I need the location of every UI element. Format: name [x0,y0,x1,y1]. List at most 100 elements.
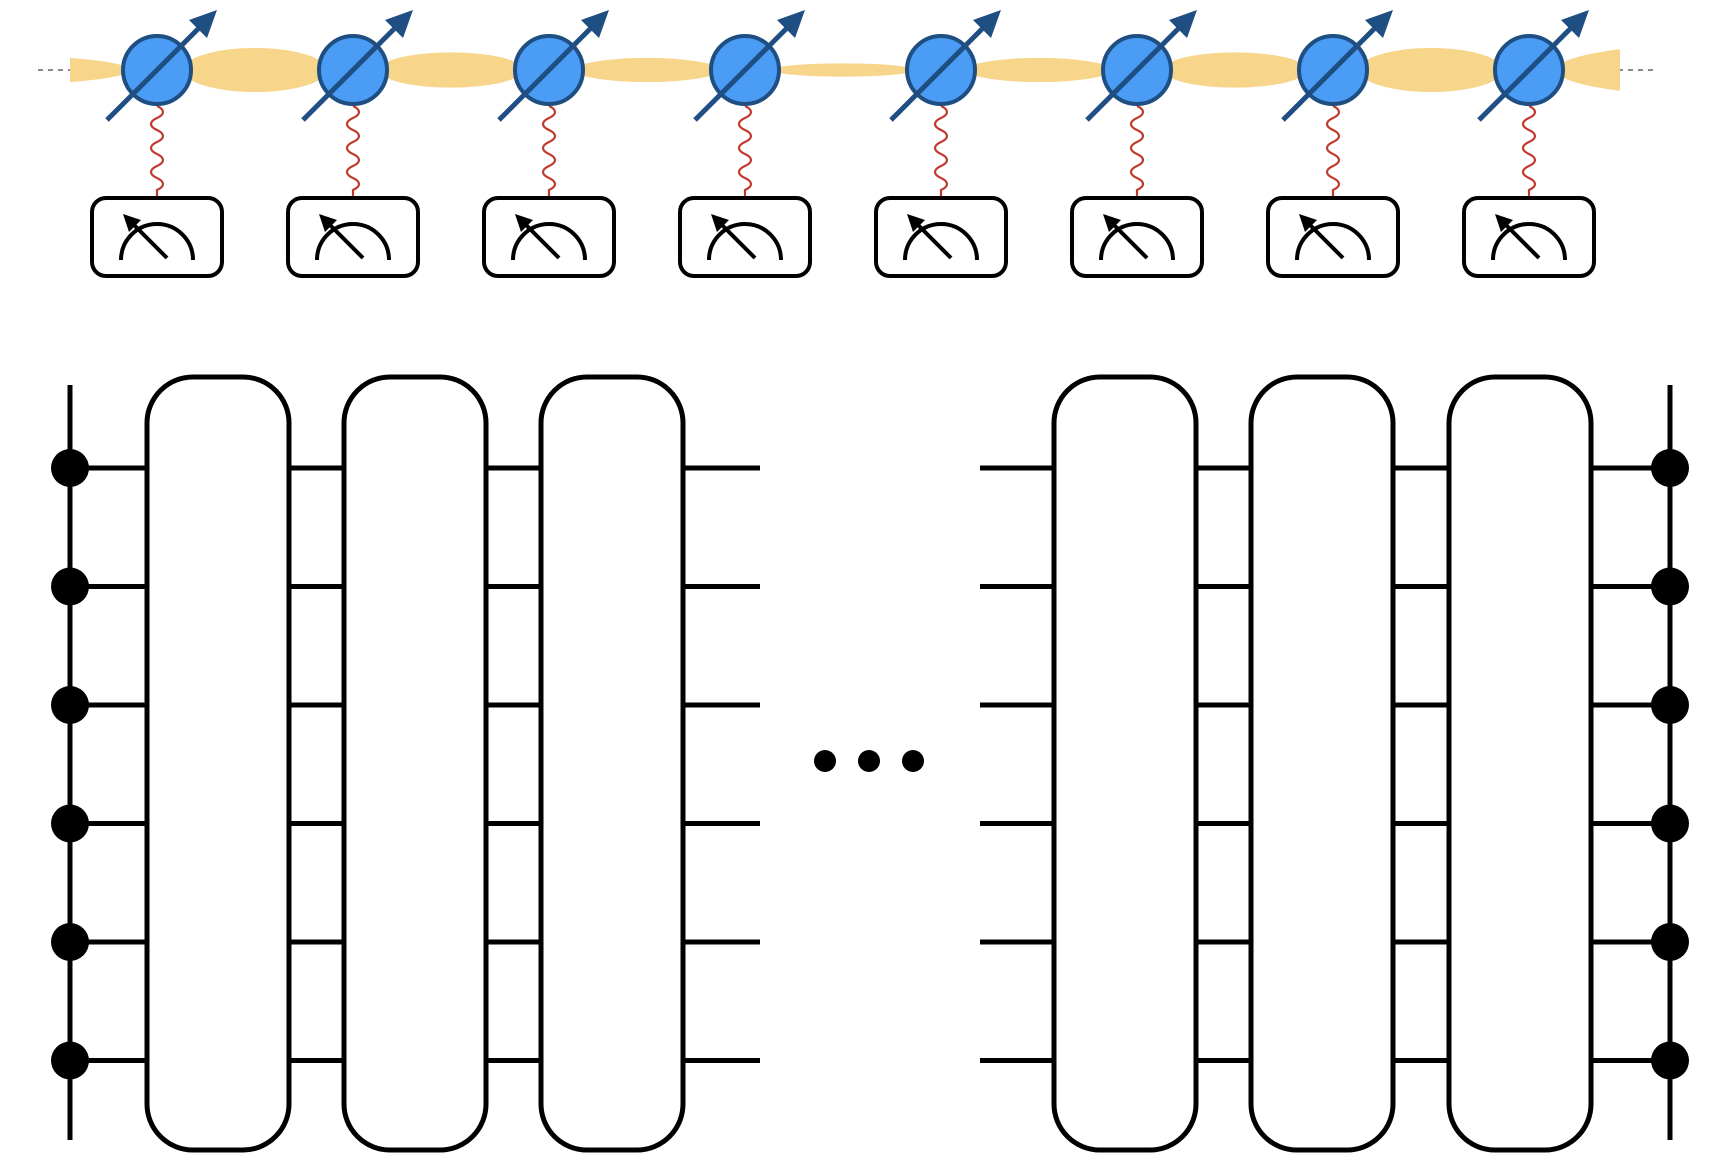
gate-block [538,374,686,1153]
measurement-device [678,196,812,278]
left-boundary-node [51,804,89,843]
meter-arc [707,222,783,261]
spin [497,10,609,122]
measurement-device [90,196,224,278]
spin-arrow-shaft [1477,22,1577,122]
spin-arrow-head-icon [777,10,805,38]
meter-arc [1491,222,1567,261]
spin-arrow-head-icon [581,10,609,38]
measurement-box [1462,196,1596,278]
measurement-device [286,196,420,278]
meter-needle-arrowhead [1103,214,1121,232]
coupling-wire [345,104,361,198]
spin [889,10,1001,122]
meter-needle [913,220,953,260]
bond-lobe [771,63,915,77]
circuit-diagram [51,374,1689,1153]
meter-icon [1491,214,1567,261]
spin-arrow-shaft [1085,22,1185,122]
gate-block [144,374,292,1153]
left-boundary-node [51,449,89,487]
spin-arrow-shaft [497,22,597,122]
measurement-box [1266,196,1400,278]
meter-needle [717,220,757,260]
spin-arrow-head-icon [189,10,217,38]
measurement-device [482,196,616,278]
bond-lobe [1359,48,1503,92]
measurement-box [678,196,812,278]
bond-lobe [967,57,1111,83]
measurement-box [482,196,616,278]
meter-needle [129,220,169,260]
meter-needle-arrowhead [1299,214,1317,232]
measurement-device [874,196,1008,278]
meter-icon [1295,214,1371,261]
right-boundary-node [1651,804,1689,843]
ellipsis-icon [814,750,924,772]
spin [105,10,217,122]
spin-arrow-shaft [889,22,989,122]
meter-icon [1099,214,1175,261]
gate-block [1248,374,1396,1153]
meter-icon [903,214,979,261]
meter-needle [521,220,561,260]
spin [301,10,413,122]
meter-arc [315,222,391,261]
left-boundary-node [51,923,89,961]
bond-lobe [575,57,719,83]
left-boundary-node [51,1041,89,1080]
meter-icon [315,214,391,261]
coupling-wire [737,104,753,198]
right-boundary-node [1651,1041,1689,1080]
meter-needle [1501,220,1541,260]
bond-lobe [379,52,523,88]
spin-arrow-head-icon [385,10,413,38]
measurement-box [286,196,420,278]
ellipsis-dot [902,750,924,772]
meter-needle-arrowhead [123,214,141,232]
measurement-box [874,196,1008,278]
bond-lobe [1163,52,1307,88]
meter-arc [119,222,195,261]
left-boundary-node [51,567,89,606]
meter-needle-arrowhead [1495,214,1513,232]
spin-arrow-head-icon [973,10,1001,38]
right-boundary-node [1651,449,1689,487]
measurement-device [1462,196,1596,278]
meter-needle [325,220,365,260]
coupling-wire [1325,104,1341,198]
coupling-wire [933,104,949,198]
coupling-wire [1521,104,1537,198]
measurement-device [1070,196,1204,278]
gate-block [1446,374,1594,1153]
bond-lobe-left-end [70,57,129,83]
ellipsis-dot [814,750,836,772]
coupling-wire [149,104,165,198]
bond-density-group [70,48,1620,92]
bond-lobe [183,48,327,92]
spin-arrow-shaft [105,22,205,122]
left-boundary-node [51,686,89,724]
meter-needle-arrowhead [319,214,337,232]
spin-arrow-head-icon [1561,10,1589,38]
spin [1281,10,1393,122]
ellipsis-dot [858,750,880,772]
meter-icon [119,214,195,261]
meter-icon [511,214,587,261]
measurement-device [1266,196,1400,278]
spin-arrow-shaft [1281,22,1381,122]
spin-arrow-head-icon [1365,10,1393,38]
measurement-box [90,196,224,278]
meter-needle-arrowhead [515,214,533,232]
gate-block [341,374,489,1153]
right-boundary-node [1651,923,1689,961]
coupling-wire [1129,104,1145,198]
gate-block [1051,374,1199,1153]
meter-icon [707,214,783,261]
spin-arrow-head-icon [1169,10,1197,38]
spin [1085,10,1197,122]
spin [1477,10,1589,122]
spin-arrow-shaft [693,22,793,122]
meter-needle-arrowhead [907,214,925,232]
